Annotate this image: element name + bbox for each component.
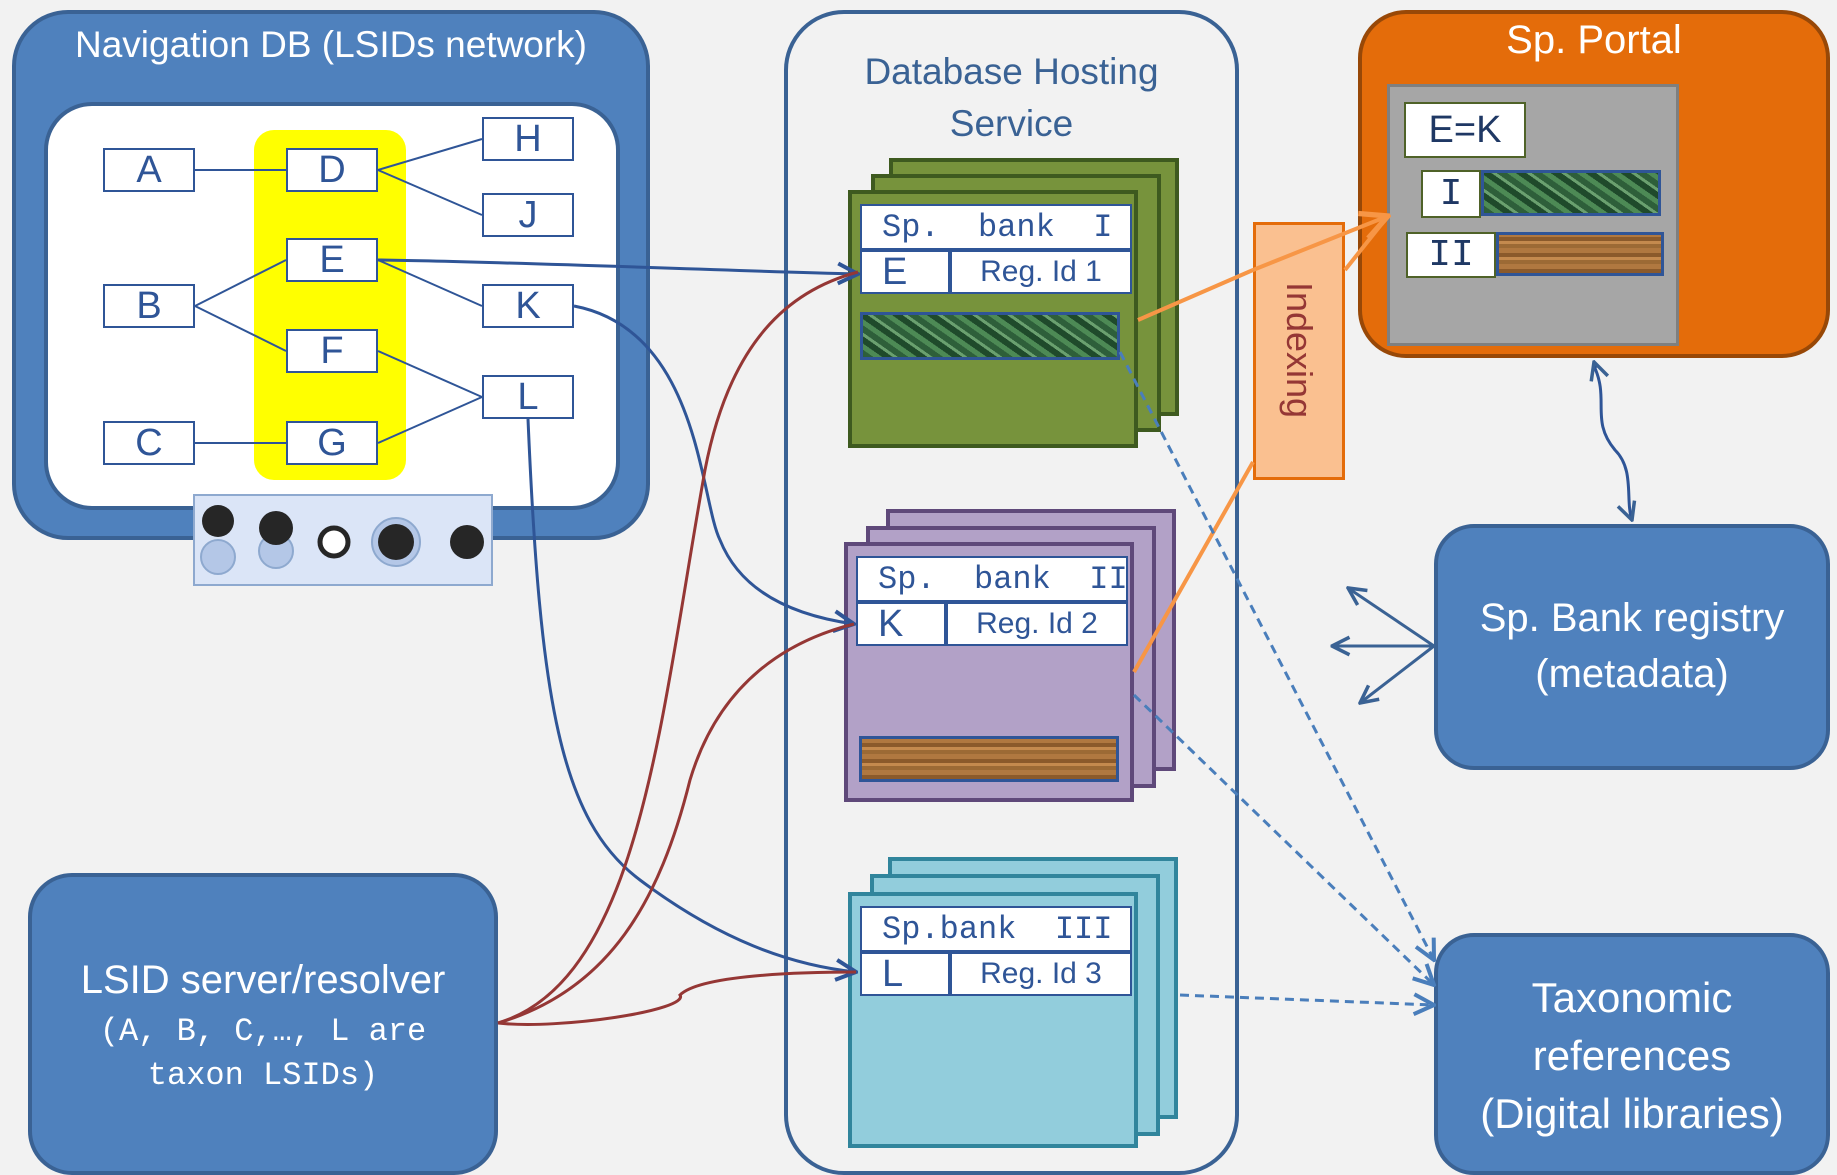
legend-dot-1 — [202, 505, 234, 537]
edge-g-l — [377, 396, 483, 444]
taxonomic-line1: Taxonomic — [1531, 974, 1733, 1021]
edge-d-h — [377, 138, 483, 171]
bank3-key: L — [860, 952, 950, 996]
legend-dot-2 — [259, 511, 293, 545]
navigation-db-title: Navigation DB (LSIDs network) — [74, 24, 588, 65]
portal-item2-label: II — [1406, 232, 1496, 278]
index-link-mid — [1343, 214, 1390, 272]
taxonomic-box — [1434, 933, 1830, 1175]
bank1-image — [860, 312, 1120, 360]
node-l: L — [482, 375, 574, 419]
portal-item1-label: I — [1421, 170, 1481, 218]
taxonomic-links — [1118, 351, 1434, 1005]
network-edges — [194, 138, 483, 444]
resolver-link-bank1 — [497, 270, 859, 1025]
hosting-title: Database Hosting Service — [784, 46, 1239, 150]
registry-arrow-down — [1360, 644, 1435, 703]
legend-dot-1-faded — [200, 539, 236, 575]
node-a: A — [103, 148, 195, 192]
legend-dot-4 — [378, 524, 414, 560]
link-l-bank3 — [526, 418, 856, 972]
resolver-link-bank3 — [497, 970, 857, 1026]
bank3-reg: Reg. Id 3 — [950, 952, 1132, 996]
edge-b-f — [194, 305, 287, 352]
index-link-top — [1252, 216, 1388, 272]
node-b: B — [103, 284, 195, 328]
portal-registry-link — [1592, 365, 1632, 520]
legend-dot-5 — [450, 525, 484, 559]
hosting-title-line2: Service — [949, 103, 1074, 144]
edge-f-l — [377, 350, 483, 398]
lsid-server-text: LSID server/resolver (A, B, C,…, L are t… — [28, 950, 498, 1098]
portal-registry-arrowhead — [1594, 362, 1596, 368]
index-link-bank2 — [1132, 461, 1255, 673]
bank1-reg: Reg. Id 1 — [950, 250, 1132, 294]
bank3-name: Sp.bank III — [860, 906, 1132, 952]
link-k-bank2 — [573, 304, 854, 624]
resolver-link-bank2 — [497, 622, 855, 1025]
node-f: F — [286, 329, 378, 373]
bank1-name: Sp. bank I — [860, 204, 1132, 250]
edge-d-j — [377, 169, 483, 216]
dash-link-bank1 — [1118, 351, 1434, 960]
legend-dots — [200, 505, 484, 575]
lsid-line3: taxon LSIDs) — [147, 1057, 379, 1094]
bank1-key: E — [860, 250, 950, 294]
dash-link-bank3 — [1179, 995, 1434, 1005]
hosting-title-line1: Database Hosting — [864, 51, 1159, 92]
lsid-line1: LSID server/resolver — [80, 958, 446, 1002]
node-k: K — [482, 284, 574, 328]
registry-line1: Sp. Bank registry — [1479, 596, 1785, 640]
bank2-reg: Reg. Id 2 — [946, 602, 1128, 646]
bank2-key: K — [856, 602, 946, 646]
link-e-bank1 — [377, 258, 858, 274]
edge-e-k — [377, 259, 483, 307]
portal-eq-label: E=K — [1404, 102, 1526, 158]
portal-item2-image — [1496, 232, 1664, 276]
registry-line2: (metadata) — [1535, 652, 1729, 696]
legend-dot-3 — [317, 525, 351, 559]
registry-arrows — [1332, 588, 1435, 703]
portal-title: Sp. Portal — [1506, 18, 1682, 62]
bank2-image — [859, 736, 1119, 782]
registry-text: Sp. Bank registry (metadata) — [1434, 590, 1830, 702]
lsid-line2: (A, B, C,…, L are — [99, 1013, 427, 1050]
registry-box — [1434, 524, 1830, 770]
node-d: D — [286, 148, 378, 192]
taxonomic-line3: (Digital libraries) — [1480, 1090, 1784, 1137]
registry-arrow-up — [1348, 588, 1435, 648]
portal-item1-image — [1481, 170, 1661, 216]
node-g: G — [286, 421, 378, 465]
bank2-name: Sp. bank II — [856, 556, 1128, 602]
index-link-bank1 — [1137, 268, 1254, 322]
lsid-server-box — [28, 873, 498, 1175]
node-h: H — [482, 117, 574, 161]
edge-b-e — [194, 259, 287, 307]
taxonomic-text: Taxonomic references (Digital libraries) — [1434, 969, 1830, 1143]
dash-link-bank2 — [1132, 693, 1434, 985]
node-c: C — [103, 421, 195, 465]
node-e: E — [286, 238, 378, 282]
node-j: J — [482, 193, 574, 237]
taxonomic-line2: references — [1532, 1032, 1732, 1079]
